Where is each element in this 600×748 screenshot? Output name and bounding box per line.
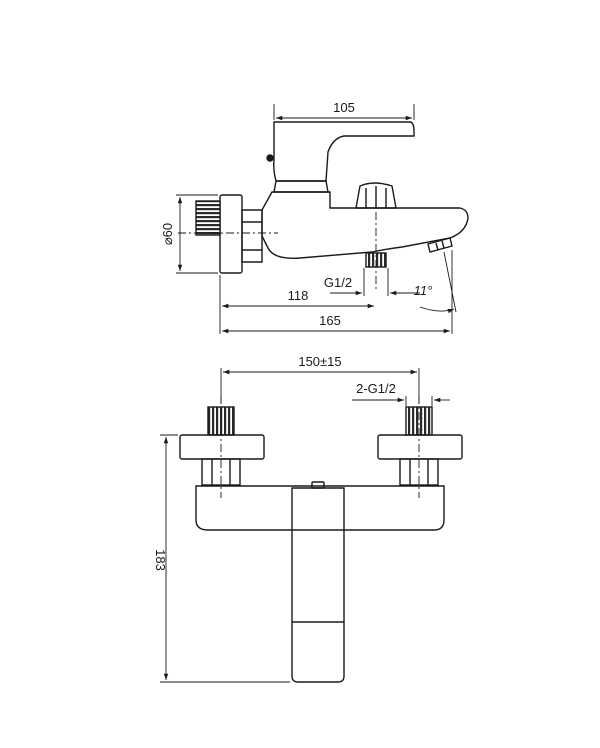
label-side-outlet-offset: 118	[288, 288, 309, 303]
label-side-spout-thread: G1/2	[324, 275, 352, 290]
front-handle	[291, 487, 345, 683]
side-handle-lever	[273, 121, 415, 182]
front-view	[179, 396, 463, 683]
side-dimensions	[176, 104, 457, 334]
front-left-nut	[201, 458, 241, 486]
label-side-diameter: ⌀60	[160, 223, 175, 245]
front-right-flange	[377, 434, 463, 460]
side-nut	[241, 209, 263, 263]
side-handle-dot	[266, 154, 274, 162]
label-side-total-depth: 165	[319, 313, 341, 328]
label-side-handle-length: 105	[333, 100, 355, 115]
side-diverter-knob	[355, 182, 397, 209]
front-left-flange	[179, 434, 265, 460]
label-side-spout-angle: 11°	[414, 283, 433, 298]
side-handle-neck	[273, 180, 329, 193]
side-wall-flange	[219, 194, 243, 274]
front-right-nut	[399, 458, 439, 486]
side-spout-aerator	[427, 237, 453, 253]
side-inlet-thread	[195, 200, 221, 236]
side-view	[178, 121, 469, 292]
front-dimensions	[160, 368, 450, 683]
label-front-center-distance: 150±15	[298, 354, 341, 369]
label-front-inlet-thread: 2-G1/2	[356, 381, 396, 396]
label-front-height: 183	[153, 549, 168, 571]
front-handle-cap	[311, 481, 325, 489]
front-body	[195, 485, 445, 531]
